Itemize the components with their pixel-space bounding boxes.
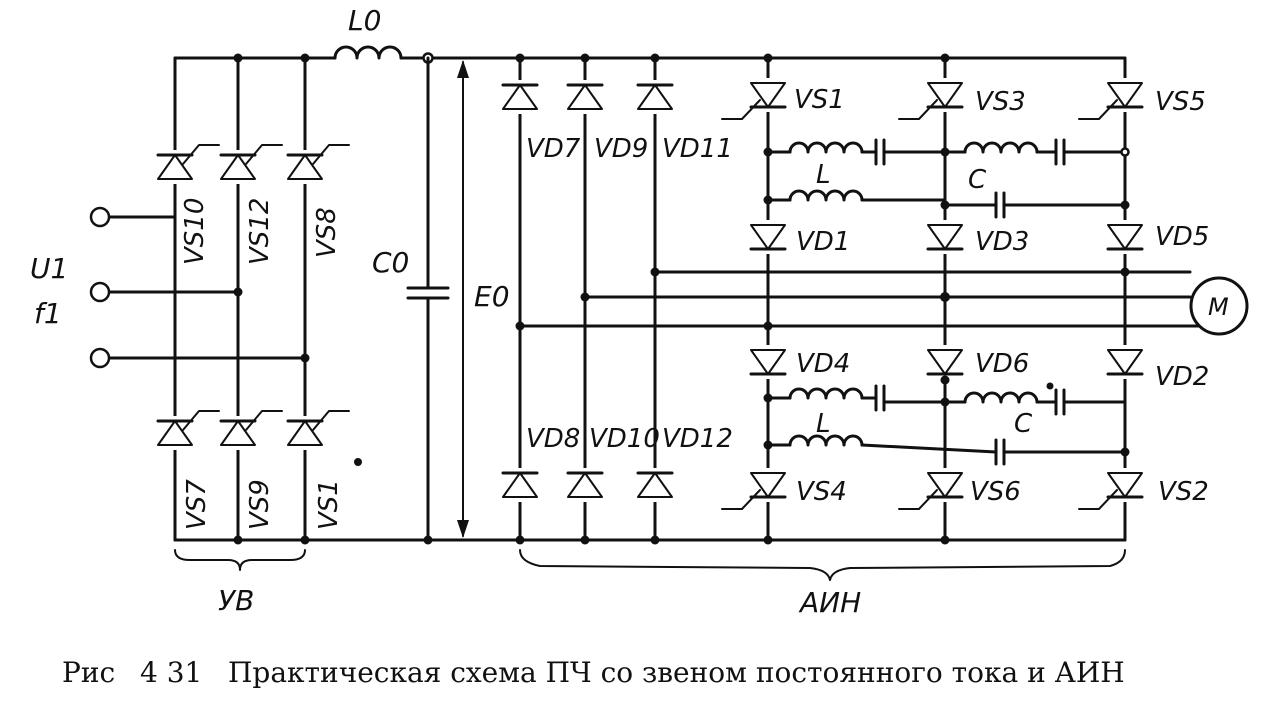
label-vd10: VD10	[589, 424, 660, 454]
label-vs3: VS3	[975, 87, 1026, 117]
e0-voltage-arrow	[457, 60, 469, 538]
diode-vd12	[636, 468, 674, 502]
dc-link-section: L0 C0 E0	[333, 4, 1127, 545]
label-vd3: VD3	[975, 227, 1029, 257]
label-c-lower: C	[1014, 409, 1033, 439]
label-u1: U1	[30, 252, 68, 285]
diode-vd5	[1106, 220, 1144, 254]
label-l-upper: L	[816, 160, 831, 190]
label-ain: АИН	[798, 586, 861, 619]
label-uv: УВ	[218, 584, 254, 617]
thyristor-vs9	[219, 409, 284, 450]
label-vs9: VS9	[245, 479, 275, 530]
thyristor-vs2	[1077, 468, 1144, 511]
label-vd6: VD6	[975, 349, 1029, 379]
thyristor-vs10	[156, 143, 221, 184]
label-l0: L0	[348, 4, 381, 37]
thyristor-vs7	[156, 409, 221, 450]
label-vs1: VS1	[794, 85, 845, 115]
diode-vd9	[566, 80, 604, 114]
label-vs10: VS10	[180, 198, 210, 265]
label-c0: C0	[372, 246, 409, 279]
diode-vd8	[501, 468, 539, 502]
inverter-section: L C L C	[519, 53, 1249, 619]
figure-caption: Рис 4 31 Практическая схема ПЧ со звеном…	[62, 656, 1125, 689]
diode-vd4	[749, 345, 787, 379]
rectifier-section: VS10 VS12 VS8 VS7 VS9 VS1 U1 f1 УВ	[30, 53, 522, 617]
diode-vd3	[926, 220, 964, 254]
diode-vd6	[926, 345, 964, 379]
commutation-lc-lower	[763, 382, 1130, 466]
thyristor-vs4	[720, 468, 787, 511]
feedback-diodes: VD7 VD9 VD11 VD8 VD10 VD12	[501, 53, 1202, 545]
caption-number: 4 31	[140, 656, 202, 689]
diode-vd1	[749, 220, 787, 254]
diode-vd2	[1106, 345, 1144, 379]
caption-prefix: Рис	[62, 656, 115, 689]
thyristor-vs1	[720, 78, 787, 121]
diode-vd11	[636, 80, 674, 114]
label-l-lower: L	[816, 409, 831, 439]
label-vd7: VD7	[526, 134, 581, 164]
label-vs12: VS12	[245, 198, 275, 265]
thyristor-vs8	[286, 143, 351, 184]
diode-vd7	[501, 80, 539, 114]
thyristor-vs1-rect	[286, 409, 351, 450]
thyristor-vs12	[219, 143, 284, 184]
label-vs8: VS8	[312, 207, 342, 258]
input-terminal-1	[89, 206, 111, 228]
motor-label: M	[1208, 293, 1229, 321]
capacitor-c0	[406, 56, 450, 542]
label-e0: E0	[474, 280, 510, 313]
label-vd8: VD8	[526, 424, 580, 454]
thyristor-vs5	[1077, 78, 1144, 121]
label-f1: f1	[34, 297, 62, 330]
label-vs1-rect: VS1	[314, 479, 344, 530]
label-vs6: VS6	[970, 477, 1021, 507]
label-vd9: VD9	[594, 134, 648, 164]
label-vs4: VS4	[796, 477, 847, 507]
label-vs2: VS2	[1158, 477, 1209, 507]
caption-text: Практическая схема ПЧ со звеном постоянн…	[228, 656, 1125, 689]
label-vd12: VD12	[662, 424, 733, 454]
label-vs5: VS5	[1155, 87, 1206, 117]
thyristor-vs6	[897, 468, 964, 511]
label-vd5: VD5	[1155, 222, 1209, 252]
input-terminal-3	[89, 347, 111, 369]
label-c-upper: C	[968, 165, 987, 195]
label-vd1: VD1	[796, 227, 850, 257]
label-vs7: VS7	[182, 479, 212, 530]
commutation-lc-upper	[763, 138, 1130, 219]
diode-vd10	[566, 468, 604, 502]
label-vd2: VD2	[1155, 362, 1209, 392]
motor: M	[1189, 276, 1249, 336]
inductor-l0	[333, 45, 1127, 60]
label-vd11: VD11	[662, 134, 733, 164]
input-terminal-2	[89, 281, 111, 303]
thyristor-vs3	[897, 78, 964, 121]
label-vd4: VD4	[796, 349, 850, 379]
